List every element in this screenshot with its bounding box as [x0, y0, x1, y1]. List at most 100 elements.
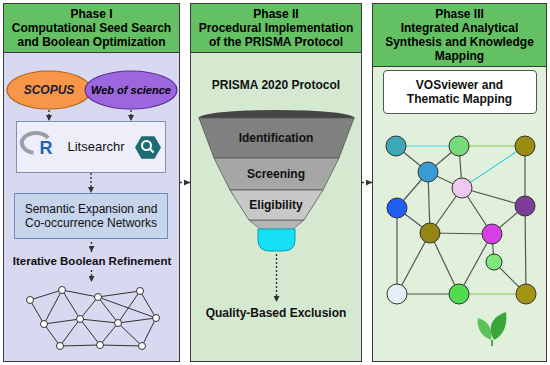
vos-network [420, 223, 440, 243]
leaf-icon [478, 318, 492, 340]
search-icon [135, 136, 161, 159]
node-text: VOSviewer and Thematic Mapping [400, 78, 520, 106]
keyword-network [44, 319, 80, 324]
keyword-network [97, 342, 104, 349]
node-text: Identification [239, 131, 314, 145]
flow-arrow [130, 110, 131, 121]
vos-network [386, 136, 536, 304]
phase-title: Phase II [193, 7, 359, 21]
funnel-band-shape [199, 118, 354, 158]
keyword-network [98, 297, 156, 318]
funnel-graphic [199, 110, 355, 251]
keyword-network [77, 316, 84, 323]
phase-subtitle: Procedural Implementation of the PRISMA … [193, 21, 359, 49]
keyword-network [60, 319, 80, 346]
flow-arrow [90, 173, 91, 193]
keyword-network [80, 319, 118, 323]
tool-box-ground [17, 122, 166, 173]
keyword-network [80, 297, 98, 319]
vos-network [449, 284, 469, 304]
keyword-network [100, 323, 118, 345]
phase-title: Phase I [6, 7, 177, 21]
keyword-network [118, 291, 140, 323]
step-arrows [92, 242, 277, 302]
funnel-stage: Eligibility [230, 190, 323, 220]
vos-network [387, 198, 407, 218]
keyword-network [118, 318, 156, 323]
node-text: Eligibility [249, 198, 302, 212]
keyword-network [153, 315, 160, 322]
vos-network [462, 146, 525, 188]
ellipse-shape [7, 71, 91, 109]
search-icon [142, 141, 151, 150]
vos-network [418, 162, 438, 182]
search-icon [135, 136, 161, 159]
logo-letter-holder: R [38, 137, 54, 159]
node-text: SCOPUS [24, 83, 75, 97]
process-box: Semantic Expansion and Co-occurrence Net… [14, 193, 168, 239]
step-note: Iterative Boolean Refinement [6, 254, 178, 268]
vos-network [452, 178, 472, 198]
funnel-stage: Identification [199, 118, 354, 158]
panel-grounds [190, 3, 362, 362]
keyword-network [139, 343, 146, 350]
phase-panel: Phase IComputational Seed Search and Boo… [3, 3, 180, 362]
keyword-network [100, 345, 142, 346]
protocol-note-holder: PRISMA 2020 Protocol [195, 78, 357, 92]
keyword-network [62, 290, 98, 297]
keyword-network [59, 287, 66, 294]
node-text: Litsearchr [67, 139, 124, 155]
database-ellipse: Web of science [84, 70, 178, 110]
keyword-network [115, 320, 122, 327]
node-text: Semantic Expansion and Co-occurrence Net… [21, 202, 161, 230]
keyword-network [27, 297, 34, 304]
funnel-graphic [258, 229, 295, 251]
vos-network [525, 206, 526, 294]
funnel-band-shape [214, 158, 339, 190]
keyword-network [62, 290, 80, 319]
keyword-network [44, 290, 62, 324]
protocol-note: PRISMA 2020 Protocol [195, 78, 357, 92]
keyword-network [27, 287, 160, 350]
keyword-network [57, 343, 64, 350]
step-arrows [276, 254, 277, 302]
tool-box-ground [17, 122, 166, 173]
vos-network [516, 284, 536, 304]
tool-box: Litsearchr [16, 121, 166, 173]
node-text: Screening [247, 167, 305, 181]
phase-header: Phase IIIIntegrated Analytical Synthesis… [373, 4, 546, 67]
phase-subtitle: Computational Seed Search and Boolean Op… [6, 21, 177, 49]
vos-network [449, 136, 469, 156]
vos-network [515, 136, 535, 156]
vos-network [386, 136, 406, 156]
outcome-note-holder: Quality-Based Exclusion [195, 306, 357, 320]
phase-header: Phase IComputational Seed Search and Boo… [4, 4, 179, 53]
keyword-network [98, 291, 140, 297]
panel-grounds [3, 3, 180, 362]
keyword-network [44, 324, 60, 346]
step-arrows [91, 270, 92, 282]
logo-letter: R [38, 137, 54, 159]
leaf-icon [478, 312, 507, 346]
keyword-network [142, 318, 156, 346]
vos-network [386, 136, 536, 304]
step-arrows [91, 242, 92, 252]
vos-network [515, 196, 535, 216]
keyword-network [95, 294, 102, 301]
vos-network [486, 254, 502, 270]
vos-network [482, 224, 502, 244]
leaf-icon [491, 312, 507, 340]
keyword-network [60, 345, 100, 346]
keyword-network [27, 287, 160, 350]
phase-header: Phase IIProcedural Implementation of the… [191, 4, 361, 53]
ellipse-shape [85, 71, 177, 109]
method-box: VOSviewer and Thematic Mapping [383, 70, 537, 114]
funnel-band-shape [230, 190, 323, 220]
node-text: Web of science [91, 84, 171, 97]
leaf-icon [491, 340, 493, 346]
flow-arrow [48, 110, 49, 121]
search-icon [150, 149, 154, 153]
flow-arrow [362, 182, 372, 183]
panel-grounds [372, 3, 547, 362]
